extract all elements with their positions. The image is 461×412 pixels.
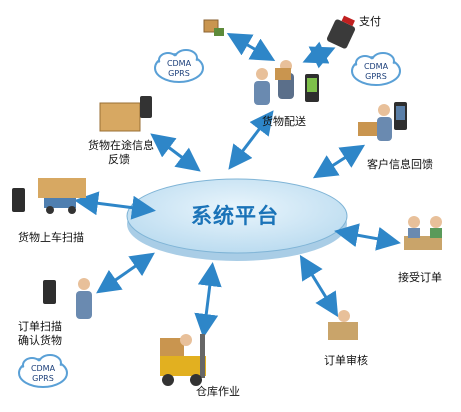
arrow-truck-platform <box>74 191 156 220</box>
cloud-line1: CDMA <box>364 62 389 71</box>
arrow-delivery-payment <box>302 41 336 69</box>
label-customer-feedback: 客户信息回馈 <box>367 158 433 171</box>
delivery-people-icon <box>254 60 319 105</box>
customer-feedback-icon <box>358 102 407 141</box>
arrow-delivery-platform <box>228 110 274 170</box>
goods-icon <box>203 19 224 36</box>
arrow-transit-platform <box>150 133 201 172</box>
label-order-scan-2: 确认货物 <box>18 334 62 347</box>
arrow-warehouse-platform <box>194 262 222 338</box>
warehouse-forklift-icon <box>160 334 206 386</box>
arrow-scan-platform <box>96 252 155 294</box>
cloud-line2: GPRS <box>32 374 54 383</box>
arrow-review-platform <box>299 254 339 318</box>
cloud-line1: CDMA <box>31 364 56 373</box>
label-truck-scan: 货物上车扫描 <box>18 231 84 244</box>
order-scan-icon <box>43 278 92 319</box>
arrow-order-platform <box>334 223 401 251</box>
label-accept-order: 接受订单 <box>398 271 442 284</box>
arrow-delivery-goods <box>226 32 276 62</box>
label-order-scan-1: 订单扫描 <box>18 320 62 333</box>
cloud-icon-top-left: CDMA GPRS <box>154 49 204 83</box>
label-transit-feedback-2: 反馈 <box>108 153 130 166</box>
cloud-line2: GPRS <box>365 72 387 81</box>
connection-arrows <box>74 32 401 338</box>
cloud-line1: CDMA <box>167 59 192 68</box>
platform-title: 系统平台 <box>191 204 279 228</box>
arrow-customer-platform <box>312 144 366 179</box>
transit-truck-icon <box>99 96 152 132</box>
label-warehouse: 仓库作业 <box>196 385 240 398</box>
label-delivery: 货物配送 <box>262 115 306 128</box>
cloud-line2: GPRS <box>168 69 190 78</box>
label-transit-feedback-1: 货物在途信息 <box>88 139 154 152</box>
cloud-icon-bottom-left: CDMA GPRS <box>18 354 68 388</box>
truck-scan-icon <box>12 178 86 214</box>
payment-terminal-icon <box>326 15 356 49</box>
accept-order-icon <box>404 216 442 250</box>
platform-disk <box>126 178 348 261</box>
label-payment: 支付 <box>359 15 381 28</box>
cloud-icon-top-right: CDMA GPRS <box>351 52 401 86</box>
label-order-review: 订单审核 <box>324 354 368 367</box>
order-review-icon <box>328 310 358 340</box>
